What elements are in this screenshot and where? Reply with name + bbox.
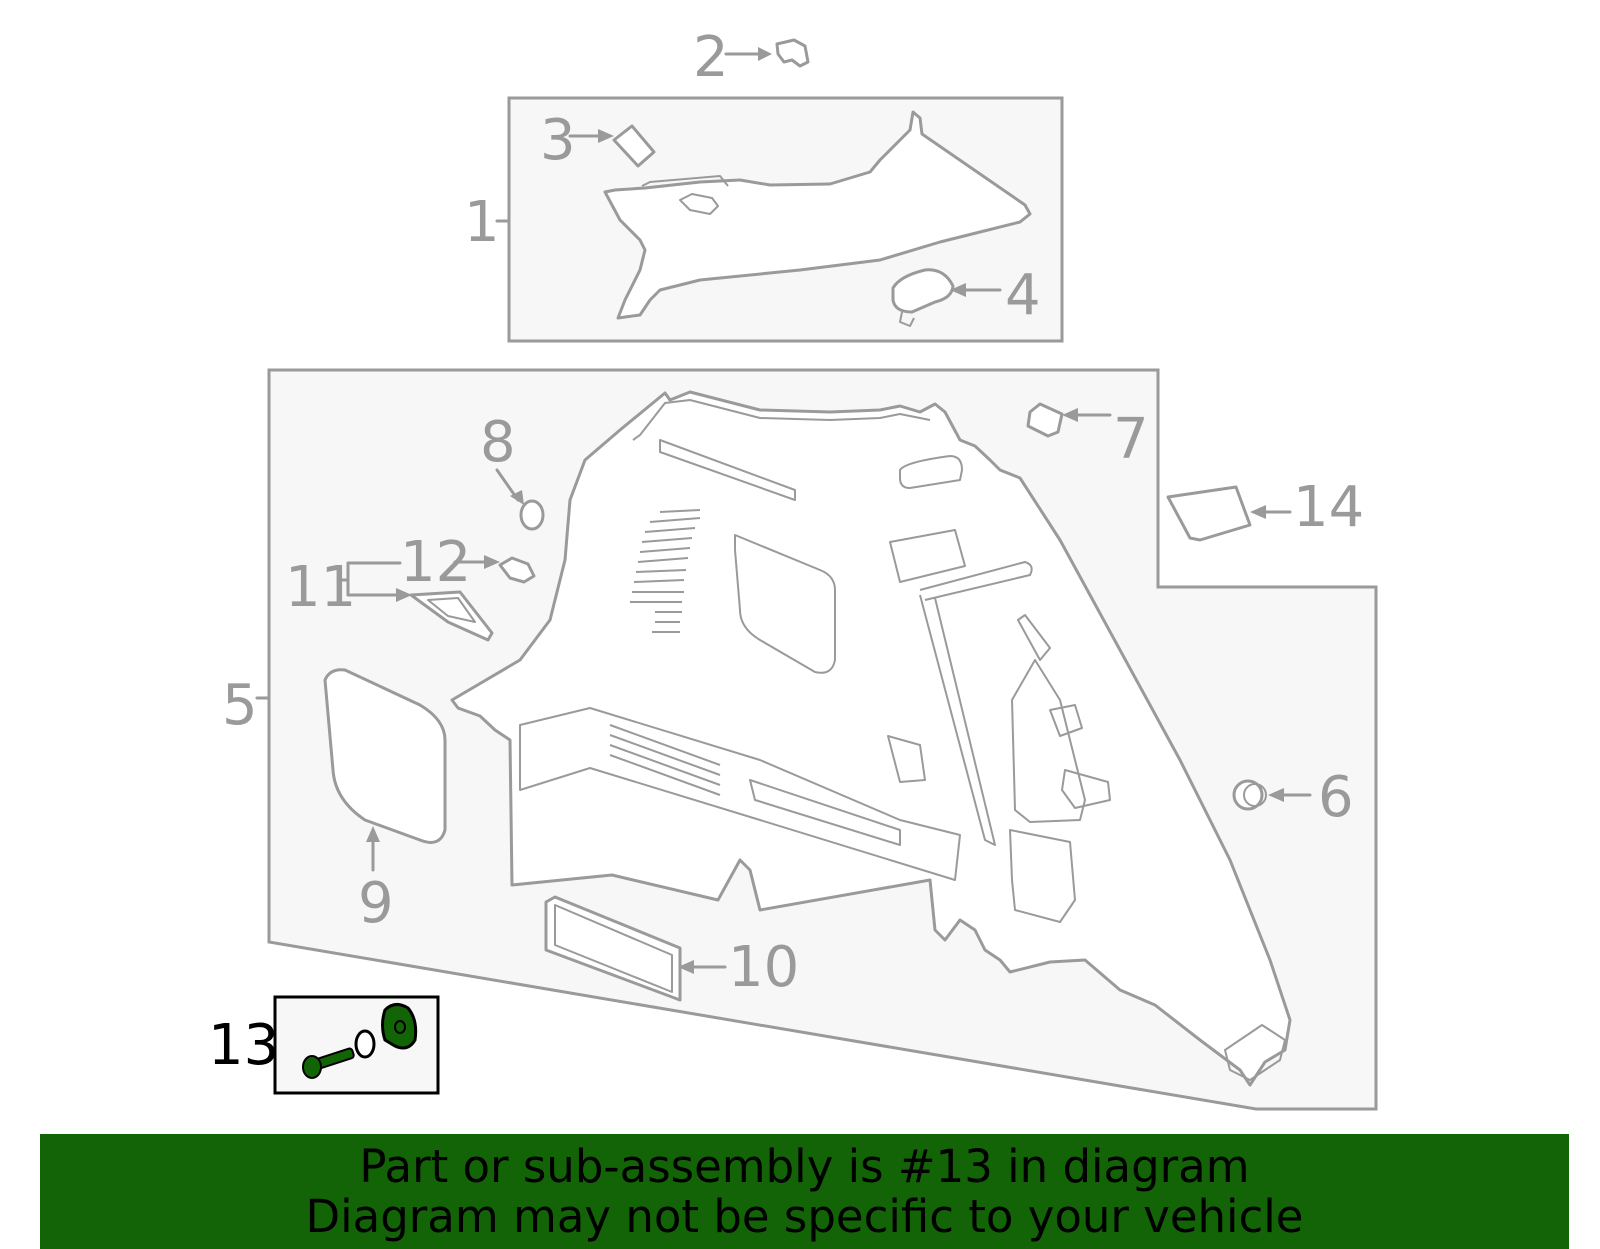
notice-banner: Part or sub-assembly is #13 in diagram D… [40, 1134, 1569, 1249]
part-13-mount [381, 1003, 418, 1050]
part-8-grommet [519, 499, 545, 531]
part-13-washer [354, 1029, 376, 1059]
callout-14: 14 [1293, 475, 1365, 540]
callout-4: 4 [1005, 263, 1041, 328]
callout-13: 13 [208, 1013, 280, 1078]
banner-line-1: Part or sub-assembly is #13 in diagram [359, 1139, 1250, 1193]
callout-5: 5 [222, 673, 258, 738]
part-4-cover [891, 268, 955, 314]
banner-line-2: Diagram may not be specific to your vehi… [305, 1189, 1304, 1243]
part-2-clip [775, 38, 810, 68]
part-13-bolt [302, 1047, 355, 1079]
callout-7: 7 [1113, 407, 1149, 472]
callout-3: 3 [540, 108, 576, 173]
callout-12: 12 [400, 530, 472, 595]
lower-trim-panel [450, 390, 1292, 1087]
callout-1: 1 [464, 190, 500, 255]
upper-trim-panel [603, 110, 1032, 320]
callout-6: 6 [1318, 765, 1354, 830]
callout-9: 9 [358, 871, 394, 936]
part-14-cover [1166, 485, 1252, 542]
part-10-cover [544, 895, 682, 1002]
callout-10: 10 [728, 935, 800, 1000]
vent-slots [630, 509, 701, 633]
part-12-clip [498, 556, 536, 584]
part-7-clip [1026, 402, 1064, 438]
callout-11: 11 [285, 555, 357, 620]
callout-8: 8 [480, 410, 516, 475]
part-6-pin [1232, 779, 1264, 811]
part-9-access-cover [323, 668, 447, 844]
callout-2: 2 [693, 25, 729, 90]
part-3-clip [612, 124, 656, 168]
